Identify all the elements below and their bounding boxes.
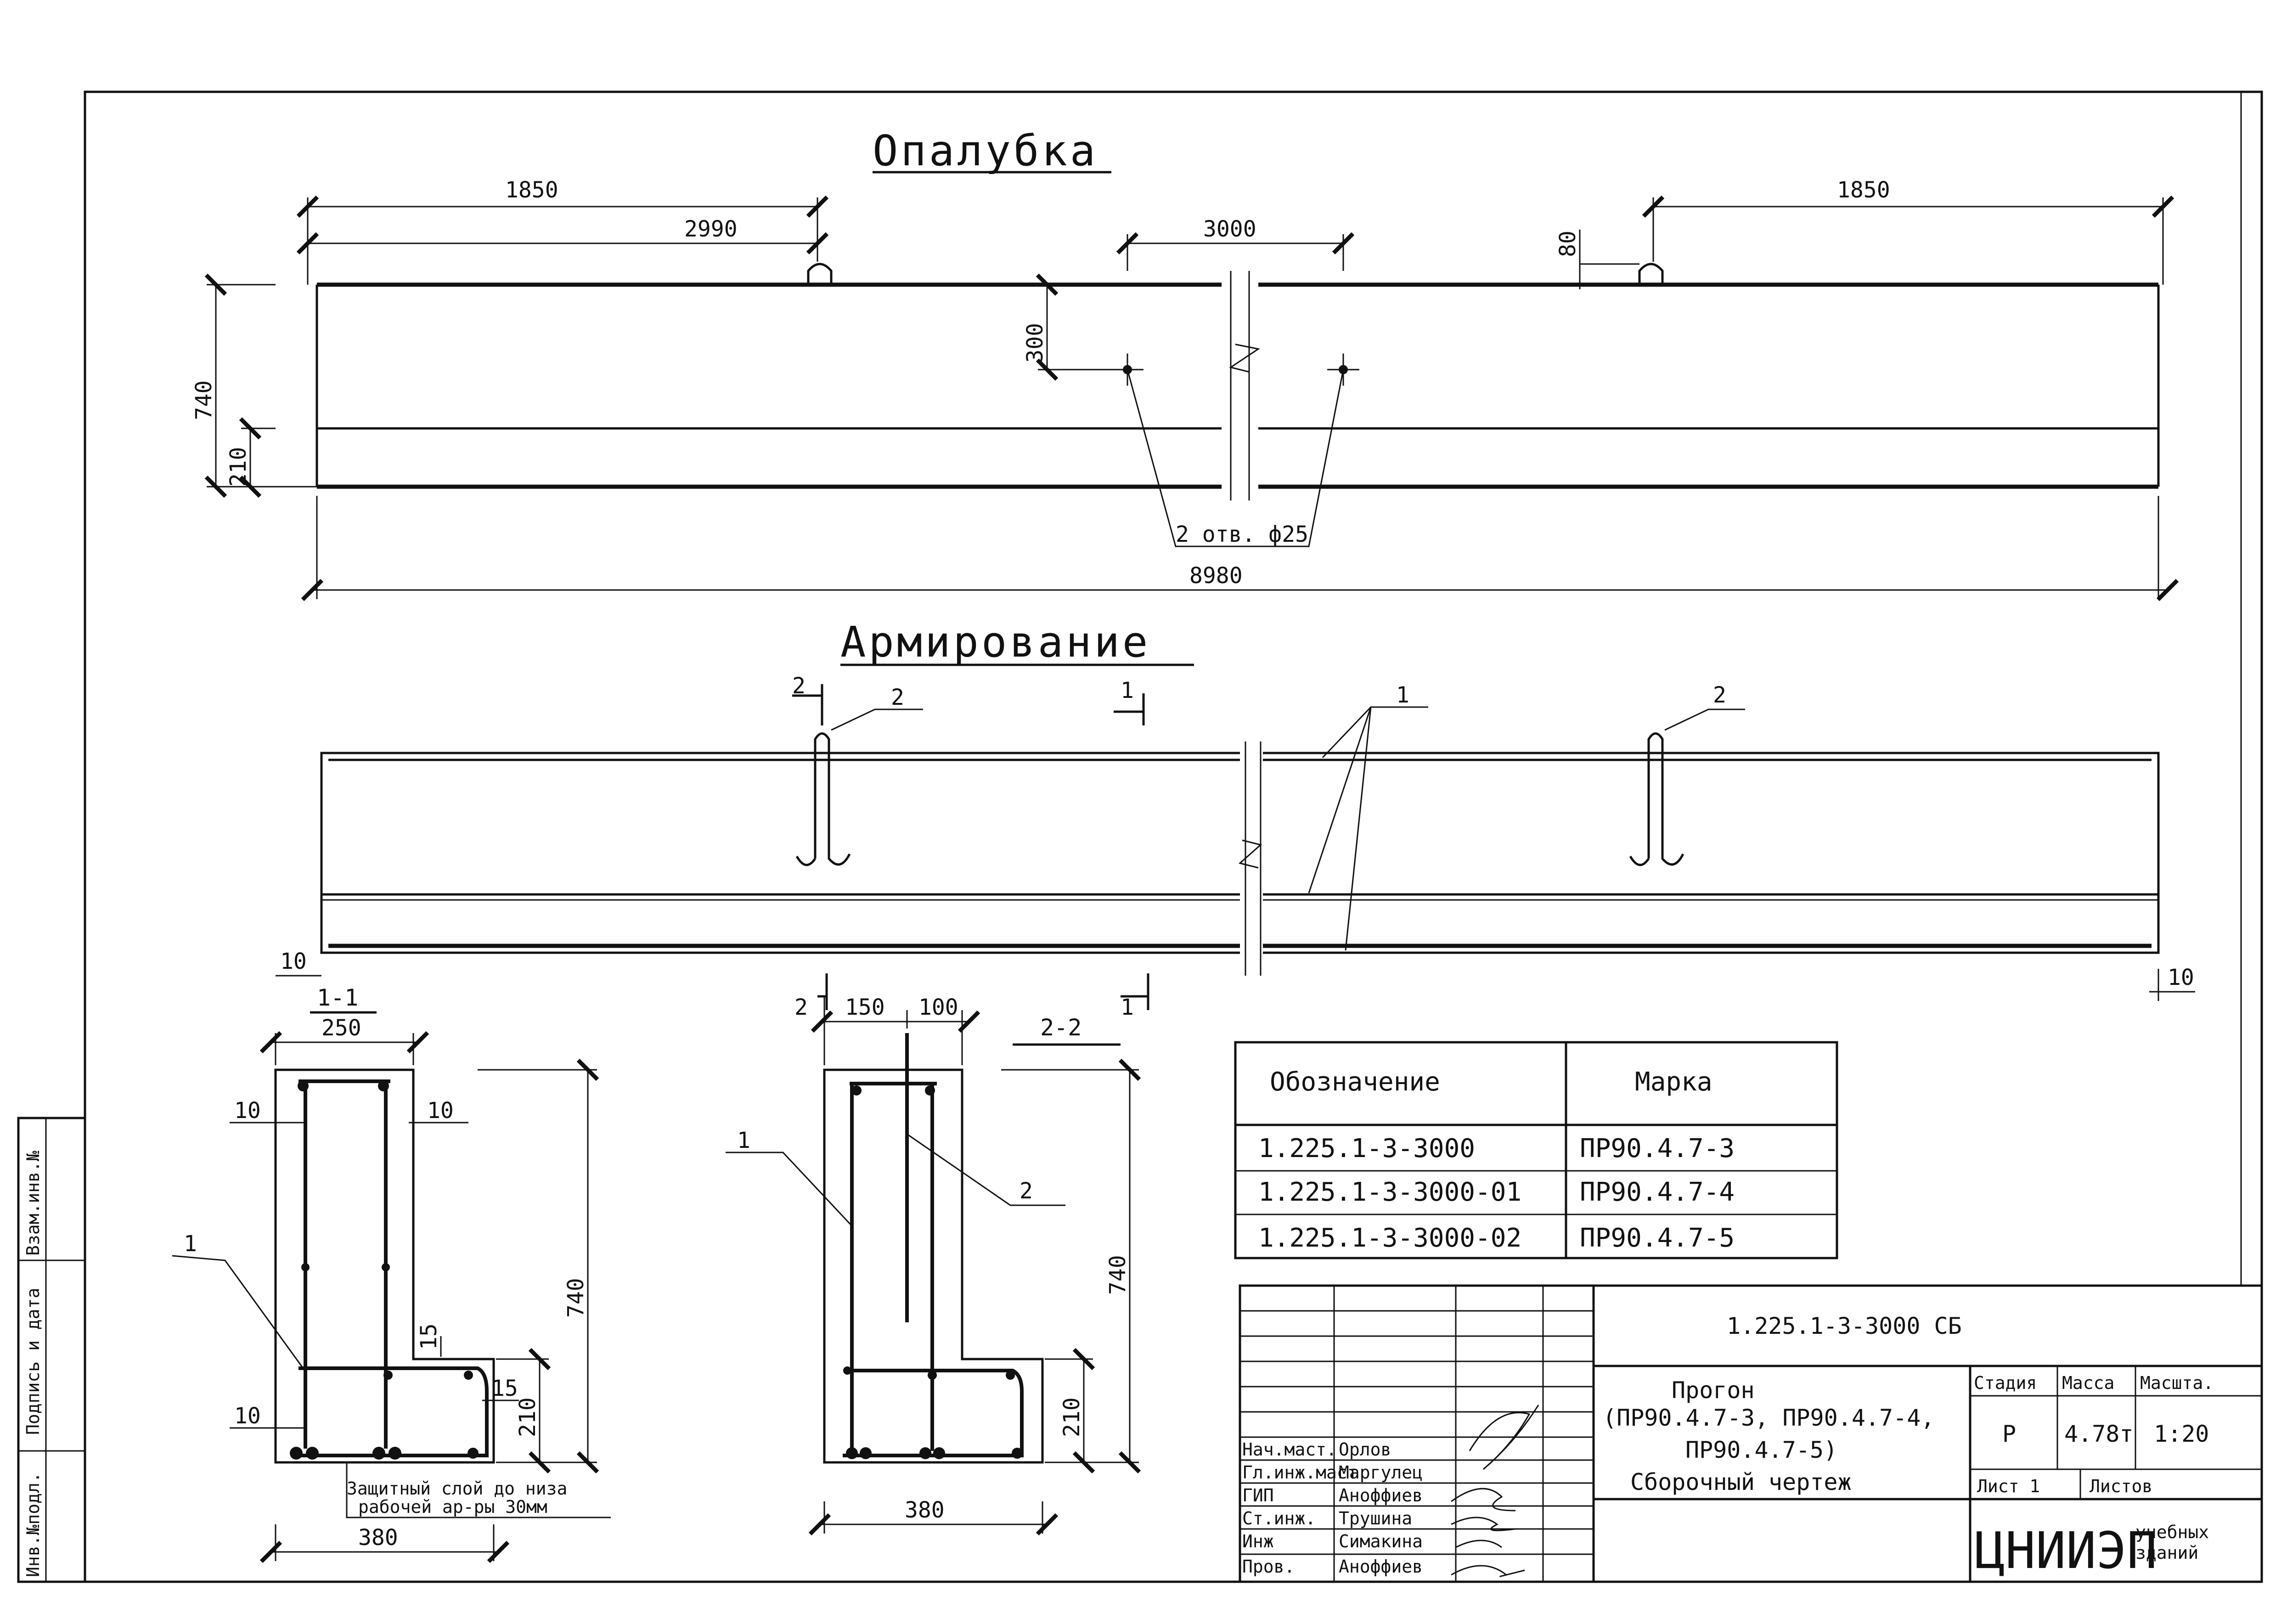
marks-table-header-designation: Обозначение: [1270, 1067, 1440, 1097]
drawing-name: Прогон: [1672, 1377, 1755, 1404]
pos-label-2-right: 2: [1713, 682, 1726, 708]
organization-dept-line1: учебных: [2135, 1522, 2209, 1542]
s11-dim-15-side: 15: [491, 1376, 518, 1401]
cover-note-line-1: Защитный слой до низа: [347, 1478, 567, 1499]
s11-dim-10-bottom: 10: [234, 1403, 261, 1429]
pos-label-2-left: 2: [891, 685, 904, 710]
dim-740: 740: [191, 380, 217, 420]
formwork-beam: [315, 263, 2160, 547]
s22-dim-150: 150: [845, 995, 885, 1020]
s22-dim-100: 100: [918, 995, 958, 1020]
person-name: Аноффиев: [1339, 1557, 1423, 1577]
sheet-label: Лист 1: [1977, 1476, 2040, 1496]
dim-300: 300: [1022, 323, 1048, 363]
organization-name: ЦНИИЭП: [1975, 1521, 2157, 1580]
lifting-loop-right: [1638, 263, 1664, 285]
hook-right: [1647, 732, 1684, 866]
person-name: Симакина: [1339, 1531, 1423, 1551]
reinforcement-title: Армирование: [840, 618, 1150, 667]
dim-10-left: 10: [280, 949, 307, 974]
s11-pos-1: 1: [184, 1231, 197, 1257]
section-1-1-title: 1-1: [317, 984, 358, 1011]
mass-header: Масса: [2062, 1373, 2114, 1393]
person-name: Трушина: [1339, 1508, 1412, 1528]
drawing-marks-line2: ПР90.4.7-5): [1685, 1437, 1837, 1463]
sheet-frame: [84, 90, 2263, 1583]
dim-3000: 3000: [1203, 216, 1256, 242]
marks-table-cell: 1.225.1-3-3000-01: [1258, 1177, 1521, 1207]
dim-1850-right: 1850: [1837, 177, 1890, 203]
s11-dim-10-left: 10: [234, 1098, 261, 1124]
marks-table-header-mark: Марка: [1635, 1067, 1712, 1097]
section-mark-2-bottom: 2: [794, 995, 808, 1020]
scale-header: Масшта.: [2140, 1373, 2214, 1393]
s11-dim-15-top: 15: [416, 1323, 442, 1350]
dim-10-right: 10: [2168, 965, 2194, 990]
holes-label: 2 отв. ф25: [1176, 522, 1308, 547]
section-mark-1-bottom: 1: [1121, 995, 1134, 1020]
marks-table-cell: 1.225.1-3-3000: [1258, 1134, 1475, 1163]
section-2-2-drawing: [726, 996, 1141, 1536]
cover-note-line-2: рабочей ар-ры 30мм: [358, 1497, 547, 1517]
reinforcement-beam: [276, 684, 2195, 1010]
lifting-loop-left: [807, 263, 833, 285]
dim-1850-left: 1850: [505, 177, 558, 203]
stage-value: Р: [2002, 1421, 2016, 1447]
s22-pos-1: 1: [737, 1128, 750, 1153]
s22-pos-2: 2: [1020, 1178, 1033, 1204]
section-mark-1-top: 1: [1121, 678, 1134, 703]
section-1-1-drawing: [172, 1031, 611, 1563]
pos-label-1: 1: [1396, 682, 1409, 708]
hook-left: [814, 732, 851, 866]
person-name: Маргулец: [1339, 1462, 1423, 1483]
margin-label-signature-date: Подпись и дата: [23, 1288, 43, 1435]
role-label: Гл.инж.маст: [1242, 1462, 1358, 1483]
role-label: Инж: [1242, 1531, 1274, 1551]
mass-value: 4.78т: [2064, 1421, 2134, 1447]
section-2-2-title: 2-2: [1040, 1014, 1082, 1041]
margin-label-original-inv: Инв.№подл.: [23, 1472, 43, 1577]
marks-table-cell: ПР90.4.7-5: [1580, 1223, 1735, 1253]
role-label: ГИП: [1242, 1485, 1274, 1506]
handwritten-signatures: [1451, 1405, 1539, 1577]
s22-dim-380: 380: [905, 1497, 945, 1523]
dim-2990: 2990: [684, 216, 738, 242]
dim-210: 210: [225, 447, 251, 487]
formwork-title: Опалубка: [873, 126, 1098, 175]
dim-80: 80: [1555, 230, 1581, 257]
dim-8980: 8980: [1189, 563, 1243, 589]
s22-dim-740: 740: [1105, 1255, 1131, 1295]
role-label: Пров.: [1242, 1557, 1295, 1577]
stage-header: Стадия: [1974, 1373, 2037, 1393]
marks-table-cell: ПР90.4.7-4: [1580, 1177, 1735, 1207]
sheets-label: Листов: [2090, 1476, 2152, 1496]
role-label: Нач.маст.: [1242, 1439, 1337, 1460]
s11-dim-10-right: 10: [427, 1098, 454, 1124]
role-label: Ст.инж.: [1242, 1508, 1316, 1528]
s11-dim-250: 250: [321, 1015, 361, 1041]
margin-label-replacement-inv: Взам.инв.№: [23, 1151, 43, 1256]
section-mark-2-top: 2: [792, 673, 806, 699]
margin-stamp: [17, 1117, 86, 1583]
document-code: 1.225.1-3-3000 СБ: [1727, 1313, 1962, 1339]
marks-table: [1234, 1041, 1838, 1259]
title-block: [1239, 1284, 2263, 1583]
drawing-marks-line1: (ПР90.4.7-3, ПР90.4.7-4,: [1603, 1405, 1934, 1431]
person-name: Орлов: [1339, 1439, 1391, 1460]
formwork-dimensions: [204, 195, 2179, 601]
s22-dim-210: 210: [1059, 1397, 1085, 1437]
drawing-type: Сборочный чертеж: [1630, 1469, 1852, 1495]
person-name: Аноффиев: [1339, 1485, 1423, 1506]
marks-table-cell: ПР90.4.7-3: [1580, 1134, 1735, 1163]
scale-value: 1:20: [2154, 1421, 2209, 1447]
organization-dept-line2: зданий: [2135, 1543, 2198, 1563]
s11-dim-380: 380: [358, 1525, 398, 1551]
marks-table-cell: 1.225.1-3-3000-02: [1258, 1223, 1521, 1253]
s11-dim-210: 210: [515, 1397, 541, 1437]
s11-dim-740: 740: [563, 1278, 589, 1318]
